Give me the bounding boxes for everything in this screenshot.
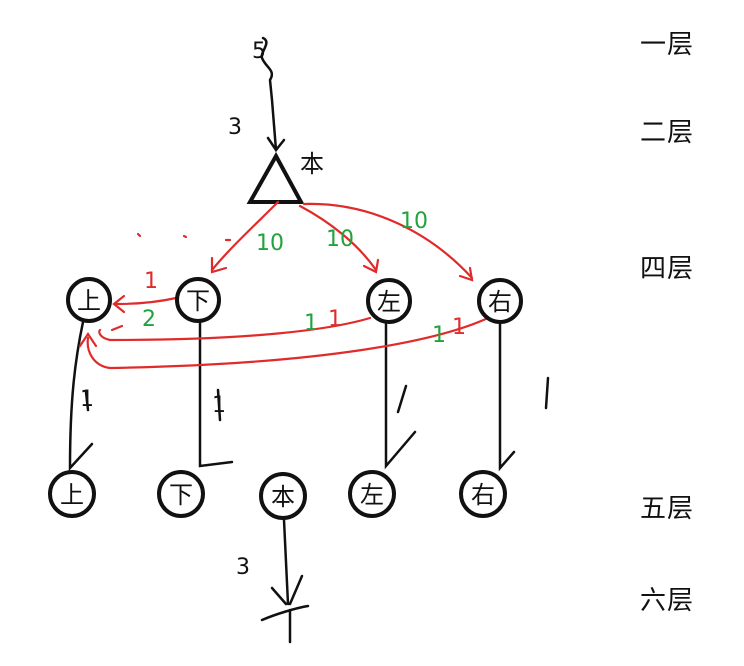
line-bottom-tail [260,604,310,644]
hand-one-left-vert: 1 [80,387,94,412]
line-down [198,320,234,468]
arrow-up-head [78,332,98,348]
tick-down [216,388,222,422]
top-line [260,36,278,152]
red-strokes [78,200,490,370]
row4-nodes: 上 下 左 右 [66,277,523,324]
hand-two-green: 2 [142,307,156,332]
arrow-left-to-up [98,316,372,342]
node-row5-right: 右 [459,470,507,518]
hand-one-red-left: 1 [144,269,158,294]
node-row5-down-label: 下 [169,481,193,509]
node-row4-down: 下 [175,277,221,323]
node-row5-up: 上 [48,470,96,518]
hand-one-down-vert: 1 [212,393,226,418]
row5-nodes: 上 下 本 左 右 [48,470,507,520]
hand-ten-right: 10 [400,209,428,234]
node-row5-up-label: 上 [60,481,84,509]
hand-one-right-red: 1 [452,315,466,340]
arrow-to-left-head [362,258,380,274]
arrow-down-to-up-head [112,294,126,314]
arrow-right-to-up [86,316,490,370]
hand-five: 5 [252,39,266,64]
triangle-label: 本 [300,150,324,178]
node-row4-right-label: 右 [488,288,512,316]
node-row5-left-label: 左 [360,481,384,509]
hand-one-right-green: 1 [432,323,446,348]
arrow-to-right [302,202,474,280]
node-row4-right: 右 [477,278,523,324]
node-row5-right-label: 右 [471,481,495,509]
line-left [384,320,417,470]
node-row4-up-label: 上 [77,287,101,315]
black-strokes [68,36,550,644]
node-row5-ben: 本 [259,472,307,520]
node-row5-down: 下 [157,470,205,518]
layer-label-2: 二层 [640,118,695,148]
hand-numbers: 5 3 10 10 10 1 2 1 1 1 1 1 1 3 [80,39,466,580]
hand-three-bottom: 3 [236,555,250,580]
line-right [498,320,516,472]
layer-label-6: 六层 [640,586,695,616]
node-row5-left: 左 [348,470,396,518]
hand-ten-left: 10 [256,231,284,256]
node-row4-left-label: 左 [377,288,401,316]
node-row4-down-label: 下 [186,287,210,315]
line-up [68,320,94,472]
layer-label-5: 五层 [640,494,695,524]
arrow-to-right-head [458,266,474,282]
arrow-head-top [266,136,286,153]
hand-one-mid-red: 1 [328,307,342,332]
arrow-to-down [210,200,280,272]
hand-three: 3 [228,115,242,140]
line-bottom [270,518,304,606]
tick-right [544,376,550,410]
arrow-down-to-up [114,296,178,306]
dash-up [110,324,124,332]
layer-label-1: 一层 [640,30,695,60]
tick-up [84,390,90,412]
node-row5-ben-label: 本 [271,483,295,511]
node-row4-up: 上 [66,277,112,323]
layer-label-4: 四层 [640,254,695,284]
dash-stub [136,232,232,242]
arrow-to-left [298,204,378,272]
triangle [246,151,305,204]
hand-one-mid-green: 1 [304,311,318,336]
arrow-to-down-head [210,256,228,274]
tick-left [396,384,408,414]
node-row4-left: 左 [366,278,412,324]
hand-ten-mid: 10 [326,227,354,252]
